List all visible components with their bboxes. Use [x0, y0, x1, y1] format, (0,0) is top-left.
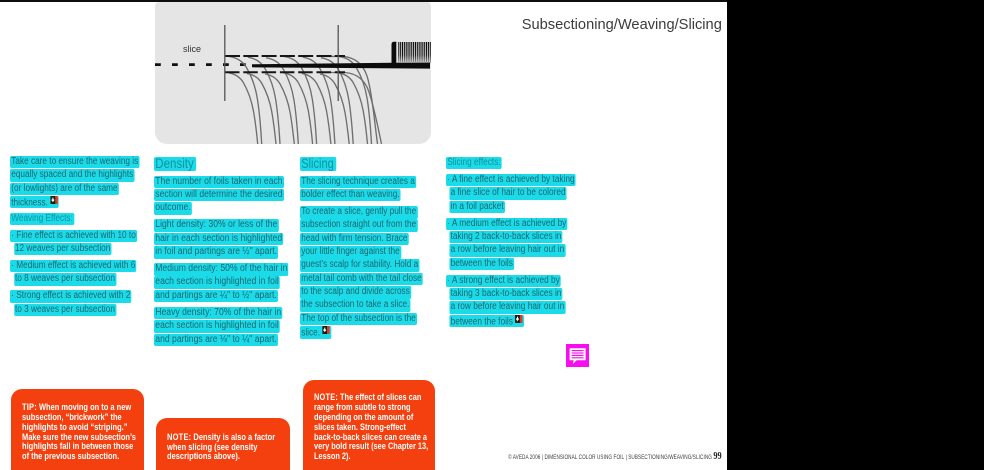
svg-text:slice: slice: [183, 44, 201, 54]
